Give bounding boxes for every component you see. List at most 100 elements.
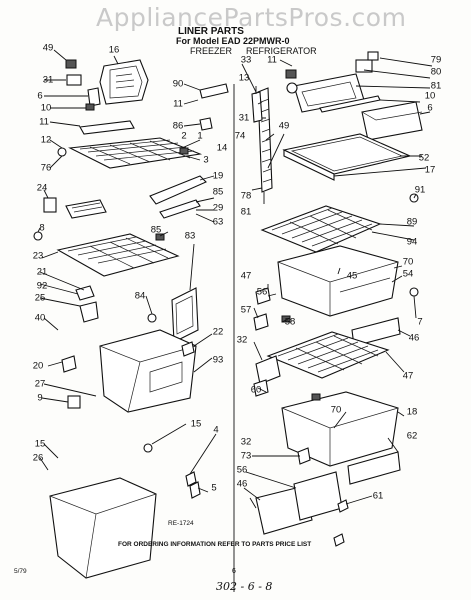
- callout-6: 6: [37, 91, 42, 102]
- meat-drawer-73: [281, 391, 399, 467]
- callout-90: 90: [173, 79, 184, 90]
- callout-32: 32: [241, 437, 252, 448]
- callout-40: 40: [35, 313, 46, 324]
- callout-49: 49: [279, 121, 290, 132]
- callout-10: 10: [41, 103, 52, 114]
- callout-22: 22: [213, 327, 224, 338]
- callout-27: 27: [35, 379, 46, 390]
- callout-46: 46: [237, 479, 248, 490]
- callout-79: 79: [431, 55, 442, 66]
- left-code: 5/79: [14, 568, 27, 575]
- ordering-note: FOR ORDERING INFORMATION REFER TO PARTS …: [118, 541, 312, 548]
- callout-11: 11: [267, 55, 277, 66]
- callout-19: 19: [213, 171, 224, 182]
- freezer-wire-shelf: [68, 120, 203, 169]
- callout-81: 81: [241, 207, 252, 218]
- drawing-code: RE-1724: [168, 520, 194, 527]
- callout-70: 70: [331, 405, 342, 416]
- callout-1: 1: [197, 131, 202, 142]
- callout-18: 18: [407, 407, 418, 418]
- callout-25: 25: [35, 293, 46, 304]
- callout-62: 62: [407, 431, 418, 442]
- callout-2: 2: [181, 131, 186, 142]
- callout-46: 46: [409, 333, 420, 344]
- callout-85: 85: [213, 187, 224, 198]
- shelf-ladder-79: [251, 87, 273, 193]
- callout-54: 54: [403, 269, 414, 280]
- callout-76: 76: [41, 163, 52, 174]
- basket-23: [65, 199, 107, 219]
- callout-74: 74: [235, 131, 246, 142]
- callout-4: 4: [213, 425, 218, 436]
- freezer-shelf-92: [56, 233, 180, 277]
- callout-56: 56: [257, 287, 268, 298]
- callout-63: 63: [213, 217, 224, 228]
- dairy-bin-91: [361, 101, 423, 141]
- callout-26: 26: [33, 453, 44, 464]
- callout-20: 20: [33, 361, 44, 372]
- callout-58: 58: [285, 317, 296, 328]
- callout-33: 33: [241, 55, 252, 66]
- callout-12: 12: [41, 135, 52, 146]
- callout-91: 91: [415, 185, 426, 196]
- watermark: AppliancePartsPros.com: [96, 3, 407, 32]
- diagram-title: LINER PARTS: [178, 26, 244, 37]
- refrigerator-small-parts: [253, 51, 419, 547]
- callout-47: 47: [403, 371, 414, 382]
- page-number: 6: [232, 568, 236, 575]
- callout-85: 85: [151, 225, 162, 236]
- small-hardware-parts: [33, 59, 229, 499]
- callout-93: 93: [213, 355, 224, 366]
- callout-80: 80: [431, 67, 442, 78]
- callout-86: 86: [173, 121, 184, 132]
- callout-11: 11: [39, 117, 49, 128]
- callout-21: 21: [37, 267, 48, 278]
- callout-29: 29: [213, 203, 224, 214]
- callout-94: 94: [407, 237, 418, 248]
- callout-89: 89: [407, 217, 418, 228]
- callout-57: 57: [241, 305, 252, 316]
- callout-15: 15: [35, 439, 46, 450]
- callout-3: 3: [203, 155, 208, 166]
- callout-23: 23: [33, 251, 44, 262]
- freezer-door-panel: [171, 287, 199, 343]
- freezer-bin-5: [99, 329, 197, 413]
- freezer-bin-90: [49, 477, 157, 579]
- callout-11: 11: [173, 99, 183, 110]
- refrigerator-shelf-70a: [260, 205, 382, 253]
- shelf-18: [255, 355, 281, 385]
- callout-78: 78: [241, 191, 252, 202]
- callout-31: 31: [239, 113, 250, 124]
- callout-81: 81: [431, 81, 442, 92]
- callout-60: 60: [251, 385, 262, 396]
- callout-56: 56: [237, 465, 248, 476]
- callout-32: 32: [237, 335, 248, 346]
- callout-73: 73: [241, 451, 252, 462]
- callout-8: 8: [39, 223, 44, 234]
- callout-10: 10: [425, 91, 436, 102]
- callout-5: 5: [211, 483, 216, 494]
- model-line: For Model EAD 22PMWR-0: [176, 36, 290, 46]
- callout-24: 24: [37, 183, 48, 194]
- cover-panel-44: [255, 471, 343, 535]
- callout-6: 6: [427, 103, 432, 114]
- callout-9: 9: [37, 393, 42, 404]
- handwritten-reference: 302 - 6 - 8: [216, 580, 273, 593]
- callout-49: 49: [43, 43, 54, 54]
- glass-shelf-89: [282, 133, 412, 181]
- callout-31: 31: [43, 75, 54, 86]
- callout-47: 47: [241, 271, 252, 282]
- callout-17: 17: [425, 165, 436, 176]
- callout-labels: 4931610111276248232192254020279152616901…: [33, 43, 442, 502]
- callout-45: 45: [347, 271, 358, 282]
- drawer-front-60: [347, 451, 401, 485]
- refrigerator-label: REFRIGERATOR: [246, 46, 317, 56]
- callout-14: 14: [217, 143, 228, 154]
- callout-61: 61: [373, 491, 384, 502]
- callout-83: 83: [185, 231, 196, 242]
- light-housing-part: [99, 59, 149, 105]
- callout-13: 13: [239, 73, 250, 84]
- callout-70: 70: [403, 257, 414, 268]
